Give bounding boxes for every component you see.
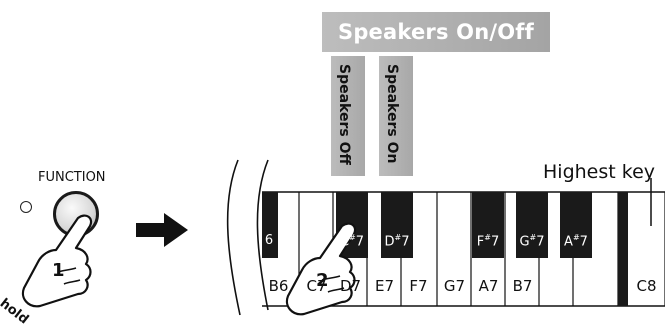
black-key-f7 [472,192,504,258]
tab-speakers-on-label: Speakers On [384,64,400,164]
speakers-onoff-banner: Speakers On/Off [322,12,550,52]
black-key-d7 [381,192,413,258]
black-key-label-a6: 6 [264,233,274,248]
white-key-label-c7: C7 [306,277,327,295]
speakers-onoff-diagram: Speakers On/Off Speakers Off Speakers On… [0,12,665,327]
break-line-left [226,159,241,316]
white-key-label-g7: G7 [443,277,466,295]
black-key-a6 [262,192,278,258]
black-key-a7 [560,192,592,258]
black-key-g7 [516,192,548,258]
black-key-label-d7: D#7 [384,233,410,250]
led-indicator-icon [20,201,32,213]
black-key-label-a7: A#7 [564,233,588,250]
arrow-right-icon [136,213,188,247]
black-key-label-c7: C#7 [339,233,365,250]
highest-key-label: Highest key [543,161,656,183]
black-key-label-f7: F#7 [476,233,500,250]
pointing-hand-icon [21,214,93,308]
tab-speakers-off-label: Speakers Off [336,64,352,165]
white-key-label-d7: D7 [339,277,362,295]
step-1-number: 1 [52,260,65,281]
white-key-label-b6: B6 [268,277,289,295]
keyboard-diagram [21,159,665,316]
white-key-label-c8: C8 [636,277,657,295]
tab-speakers-off: Speakers Off [331,56,365,176]
white-key-label-f7: F7 [409,277,428,295]
keyboard-end-block [618,192,628,306]
black-key-label-g7: G#7 [519,233,545,250]
pointing-hand-icon [285,222,357,316]
function-label: FUNCTION [38,170,106,185]
tab-speakers-on: Speakers On [379,56,413,176]
white-key-label-b7: B7 [512,277,533,295]
step-2-number: 2 [316,270,329,291]
white-key-label-e7: E7 [374,277,395,295]
break-line-right [256,159,269,311]
white-key-label-a7: A7 [478,277,499,295]
